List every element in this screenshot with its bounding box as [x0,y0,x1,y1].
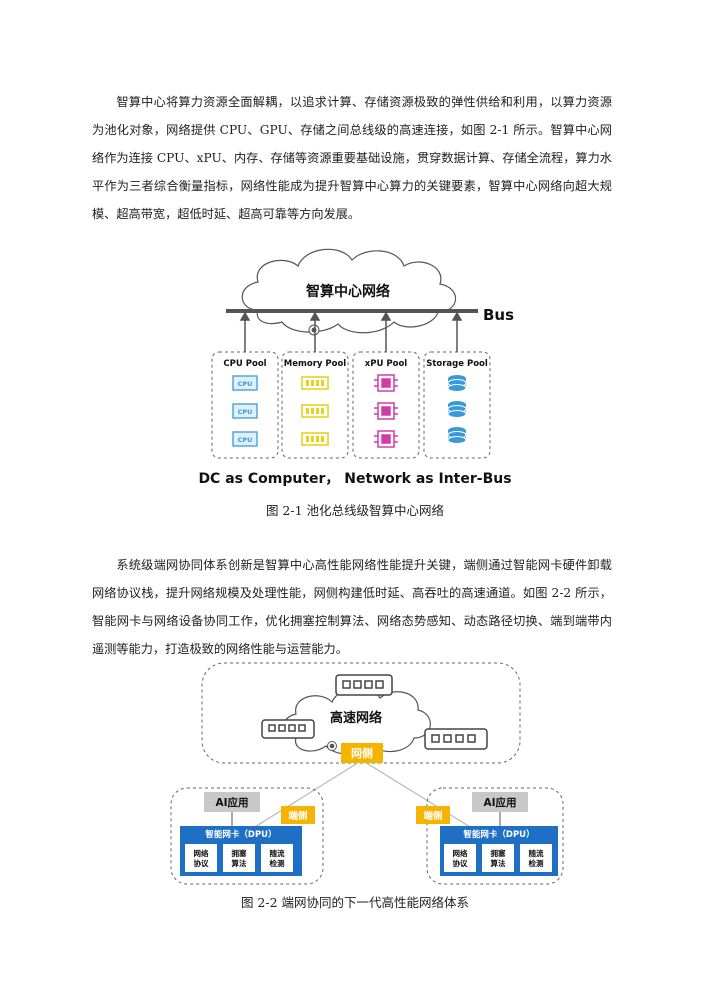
dpu-module-box [482,844,514,872]
cpu-chip-text: CPU [238,436,253,444]
figure1-tagline: DC as Computer， Network as Inter-Bus [198,471,511,487]
figure1-caption: 图 2-1 池化总线级智算中心网络 [265,503,445,518]
xpu-pool-label: xPU Pool [365,359,407,369]
left-ai-app-label: AI应用 [215,796,248,809]
dpu-module-label: 拥塞 [491,848,506,858]
intro-paragraph: 智算中心将算力资源全面解耦，以追求计算、存储资源极致的弹性供给和利用，以算力资源… [92,95,612,221]
dpu-module-label: 拥塞 [232,848,247,858]
figure-endnet-architecture: 高速网络 网侧 AI应用 端侧 智能网卡（DPU） AI应用 端侧 智能网卡（D… [170,662,564,885]
dpu-module-label: 算法 [232,858,247,868]
database-icon [447,374,467,444]
dpu-module-label: 网络 [194,848,209,858]
network-cloud [282,687,431,755]
xpu-pool: xPU Pool [352,351,420,459]
cpu-pool-label: CPU Pool [223,359,266,369]
network-cloud-label: 高速网络 [330,710,382,726]
dpu-module-box [261,844,293,872]
switch-icon [424,728,488,750]
storage-pool-label: Storage Pool [426,359,488,369]
dpu-module-label: 算法 [491,858,506,868]
dpu-module-label: 网络 [453,848,468,858]
switch-icon [335,674,393,696]
cpu-chip-text: CPU [238,408,253,416]
figure2-caption: 图 2-2 端网协同的下一代高性能网络体系 [240,895,470,910]
right-host-frame [426,787,564,885]
right-dpu-title: 智能网卡（DPU） [462,829,534,840]
dpu-module-label: 随流 [529,848,544,858]
xpu-chip-icon [374,374,398,448]
dpu-module-label: 检测 [270,858,285,868]
cpu-chip-icon [232,375,258,447]
bus-label: Bus [483,306,514,324]
endnet-paragraph: 系统级端网协同体系创新是智算中心高性能网络性能提升关键，端侧通过智能网卡硬件卸载… [92,558,612,656]
right-host-side-label: 端侧 [423,810,442,822]
memory-pool-label: Memory Pool [284,359,347,369]
dpu-module-label: 检测 [529,858,544,868]
dpu-module-box [444,844,476,872]
switch-icon [261,719,315,739]
storage-pool: Storage Pool [423,351,491,459]
cpu-chip-text: CPU [238,380,253,388]
bus-arrows [239,311,463,352]
left-host-frame [170,787,324,885]
dpu-module-label: 协议 [453,858,468,868]
cpu-pool: CPU Pool CPU CPU CPU [211,351,279,459]
network-side-label: 网侧 [351,746,373,760]
monitor-icon [308,324,320,336]
cloud-label: 智算中心网络 [305,283,390,300]
figure-pooled-network: 智算中心网络 Bus CPU Pool CPU CPU CPU Memory P… [198,248,514,487]
dpu-module-label: 协议 [194,858,209,868]
memory-pool: Memory Pool [281,351,349,459]
monitor-icon [327,741,337,751]
left-host-side-label: 端侧 [288,810,307,822]
dpu-module-label: 随流 [270,848,285,858]
dpu-module-box [185,844,217,872]
left-dpu-title: 智能网卡（DPU） [204,829,276,840]
dpu-module-box [520,844,552,872]
right-ai-app-label: AI应用 [483,796,516,809]
dpu-module-box [223,844,255,872]
